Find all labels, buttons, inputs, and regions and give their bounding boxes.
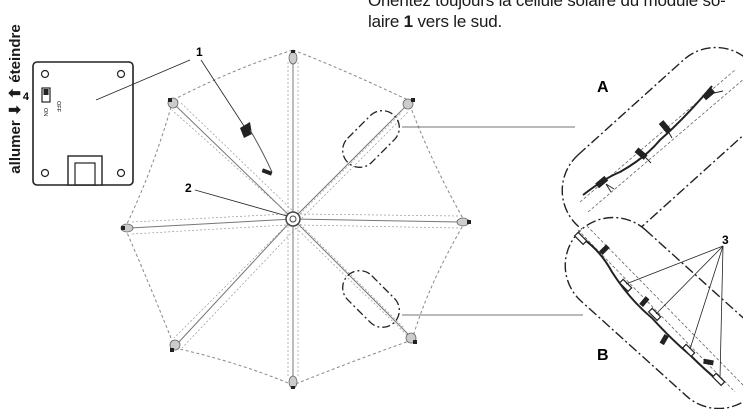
instruction-text: Orientez toujours la cellule solaire du … [368, 0, 740, 32]
callout-3: 3 [722, 233, 729, 247]
light-strings [131, 60, 459, 378]
module-leader-line [95, 59, 191, 101]
callout-3-leaders [625, 245, 724, 379]
switch-on-label: ON [42, 108, 48, 116]
switch-off-label: OFF [55, 101, 61, 113]
screw-icon [40, 168, 50, 178]
detail-a-selection [342, 110, 400, 168]
module-port [67, 155, 103, 186]
umbrella-ribs [129, 55, 461, 380]
instruction-line-2: laire 1 vers le sud. [368, 12, 502, 31]
screw-icon [116, 168, 126, 178]
callout-2: 2 [185, 181, 192, 195]
umbrella-canopy [124, 49, 466, 386]
solar-connector [240, 122, 273, 176]
switch-slot [41, 87, 51, 103]
switch-toggle [43, 89, 49, 95]
switch-labels: 4 OFF ON [23, 91, 61, 116]
cable-clips [573, 231, 726, 387]
solar-module-box [32, 61, 134, 186]
detail-a-label: A [597, 79, 609, 96]
detail-a-view [561, 46, 743, 240]
screw-icon [116, 69, 126, 79]
rib-tip-marks [121, 50, 471, 389]
rib-end-caps [120, 51, 470, 389]
callout-4: 4 [23, 91, 30, 103]
instruction-line-1: Orientez toujours la cellule solaire du … [368, 0, 726, 10]
callout-1: 1 [196, 45, 203, 59]
detail-b-selection [342, 270, 400, 328]
detail-b-label: B [597, 347, 609, 364]
screw-icon [40, 69, 50, 79]
umbrella-hub [285, 211, 301, 227]
detail-b-view [564, 216, 743, 409]
